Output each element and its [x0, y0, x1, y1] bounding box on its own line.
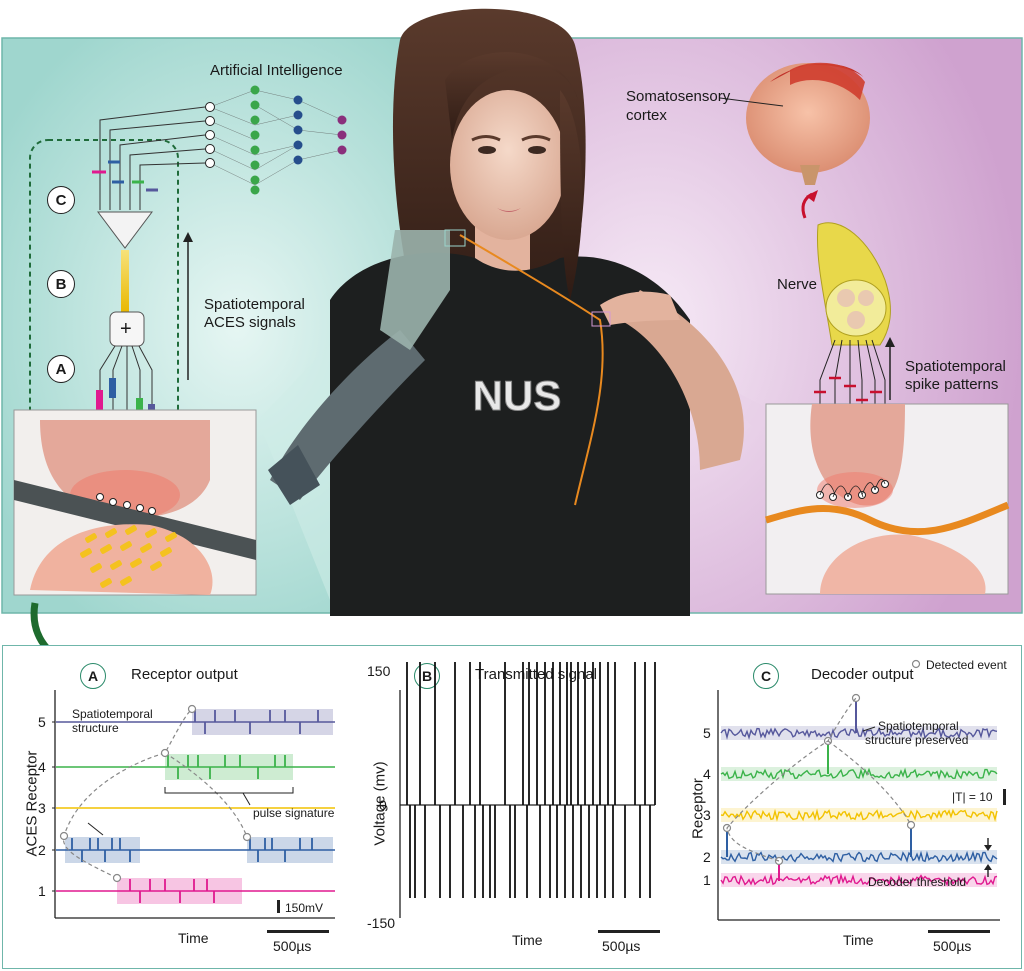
top-illustration: NUS — [1, 8, 1023, 616]
panel-b-letter: B — [414, 663, 440, 689]
cortex-label-1: Somatosensory — [626, 88, 731, 105]
person-illustration: NUS — [268, 8, 744, 616]
legend-event-marker — [911, 659, 921, 669]
panel-a-ytick-2: 2 — [38, 842, 46, 858]
stage-b-marker: B — [47, 270, 75, 298]
nerve-label: Nerve — [777, 276, 818, 293]
receptor-4-pulse-box — [165, 754, 293, 780]
panel-c-ytick-4: 4 — [703, 766, 711, 782]
panel-a-voltage-scalebar — [277, 900, 280, 913]
panel-c-t-label: |T| = 10 — [952, 790, 993, 804]
panel-a-ytick-4: 4 — [38, 759, 46, 775]
pulse-signature-bracket — [164, 787, 294, 794]
panel-c-chart: 1 2 3 4 5 Detected eventSpatiotemporalstructu… — [703, 658, 1007, 954]
onset-marker — [112, 873, 122, 883]
left-inset-fingertip — [13, 409, 257, 596]
panel-b-ytick-zero: 0 — [379, 797, 387, 813]
pulse-signature-arrow — [242, 792, 251, 806]
panel-c-ytick-3: 3 — [703, 807, 711, 823]
spatiotemporal-dashed-path — [62, 708, 248, 879]
panel-b-xlabel: Time — [512, 932, 543, 948]
panel-a-voltage-scale-label: 150mV — [285, 901, 323, 915]
panel-c-title: Decoder output — [811, 666, 914, 683]
panel-c-xlabel: Time — [843, 932, 874, 948]
receptor-4-band — [721, 767, 997, 781]
right-inset-fingertip — [765, 403, 1010, 595]
onset-marker — [242, 832, 252, 842]
panel-a-xlabel: Time — [178, 930, 209, 946]
receptor-2-pulse-box — [247, 837, 333, 863]
threshold-arrow-down-head — [984, 845, 992, 851]
brain-illustration — [719, 62, 870, 185]
panel-c-time-scalebar — [928, 930, 990, 933]
panel-a-annot-arrow — [87, 822, 104, 836]
spike-patterns-label-1: Spatiotemporal — [905, 358, 1006, 375]
aces-signals-label-2: ACES signals — [204, 314, 296, 331]
onset-marker — [59, 831, 69, 841]
aces-signals-label-1: Spatiotemporal — [204, 296, 305, 313]
receptor-3-decoder-trace — [720, 808, 998, 822]
panel-a-ytick-5: 5 — [38, 714, 46, 730]
spike-patterns-label-2: spike patterns — [905, 376, 999, 393]
shirt-logo: NUS — [473, 372, 562, 419]
receptor-4-decoder-trace — [720, 767, 998, 781]
panel-a-time-scale-label: 500µs — [273, 938, 311, 954]
ai-label: Artificial Intelligence — [210, 62, 343, 79]
panel-b-ytick-top: 150 — [367, 663, 391, 679]
panel-c-ytick-5: 5 — [703, 725, 711, 741]
panel-c-t-scalebar — [1003, 789, 1006, 805]
neural-network — [205, 85, 347, 195]
panel-c-annot-arrow — [862, 726, 876, 732]
receptor-5-pulse-box — [192, 709, 333, 735]
panel-c-annot-2: structure preserved — [865, 733, 968, 747]
panel-c-ytick-1: 1 — [703, 872, 711, 888]
receptor-2-pulse-box — [65, 837, 140, 863]
receptor-1-decoder-trace — [720, 872, 998, 887]
onset-marker — [187, 704, 197, 714]
plus-symbol: + — [120, 318, 132, 340]
panel-a-annot-structure-2: structure — [72, 721, 119, 735]
panel-a-time-scalebar — [267, 930, 329, 933]
threshold-arrow-up-head — [984, 864, 992, 870]
panel-c-legend-label: Detected event — [926, 658, 1007, 672]
receptor-5-decoder-trace — [720, 726, 998, 740]
receptor-5-band — [721, 726, 997, 740]
panel-c-time-scale-label: 500µs — [933, 938, 971, 954]
panel-b-ytick-bottom: -150 — [367, 915, 395, 931]
panel-c-threshold-label: Decoder threshold — [868, 875, 966, 889]
cortex-label-2: cortex — [626, 107, 667, 124]
onset-marker — [160, 748, 170, 758]
panel-c-annot-1: Spatiotemporal — [878, 719, 959, 733]
panel-b-time-scale-label: 500µs — [602, 938, 640, 954]
panel-c-ytick-2: 2 — [703, 849, 711, 865]
panel-a-title: Receptor output — [131, 666, 238, 683]
panel-a-letter: A — [80, 663, 106, 689]
panel-c-letter: C — [753, 663, 779, 689]
stage-a-marker: A — [47, 355, 75, 383]
receptor-2-decoder-trace — [720, 850, 998, 864]
panel-a-ytick-3: 3 — [38, 800, 46, 816]
bottom-panels — [2, 645, 1022, 969]
stage-c-marker: C — [47, 186, 75, 214]
decoder-dashed-path — [726, 697, 912, 862]
panel-a-ytick-1: 1 — [38, 883, 46, 899]
panel-b-time-scalebar — [598, 930, 660, 933]
receptor-2-band — [721, 850, 997, 864]
panel-a-annot-structure-1: Spatiotemporal — [72, 707, 153, 721]
panel-a-pulse-signature-label: pulse signature — [253, 806, 335, 820]
detected-event-marker — [906, 820, 916, 830]
receptor-1-band — [721, 873, 997, 887]
